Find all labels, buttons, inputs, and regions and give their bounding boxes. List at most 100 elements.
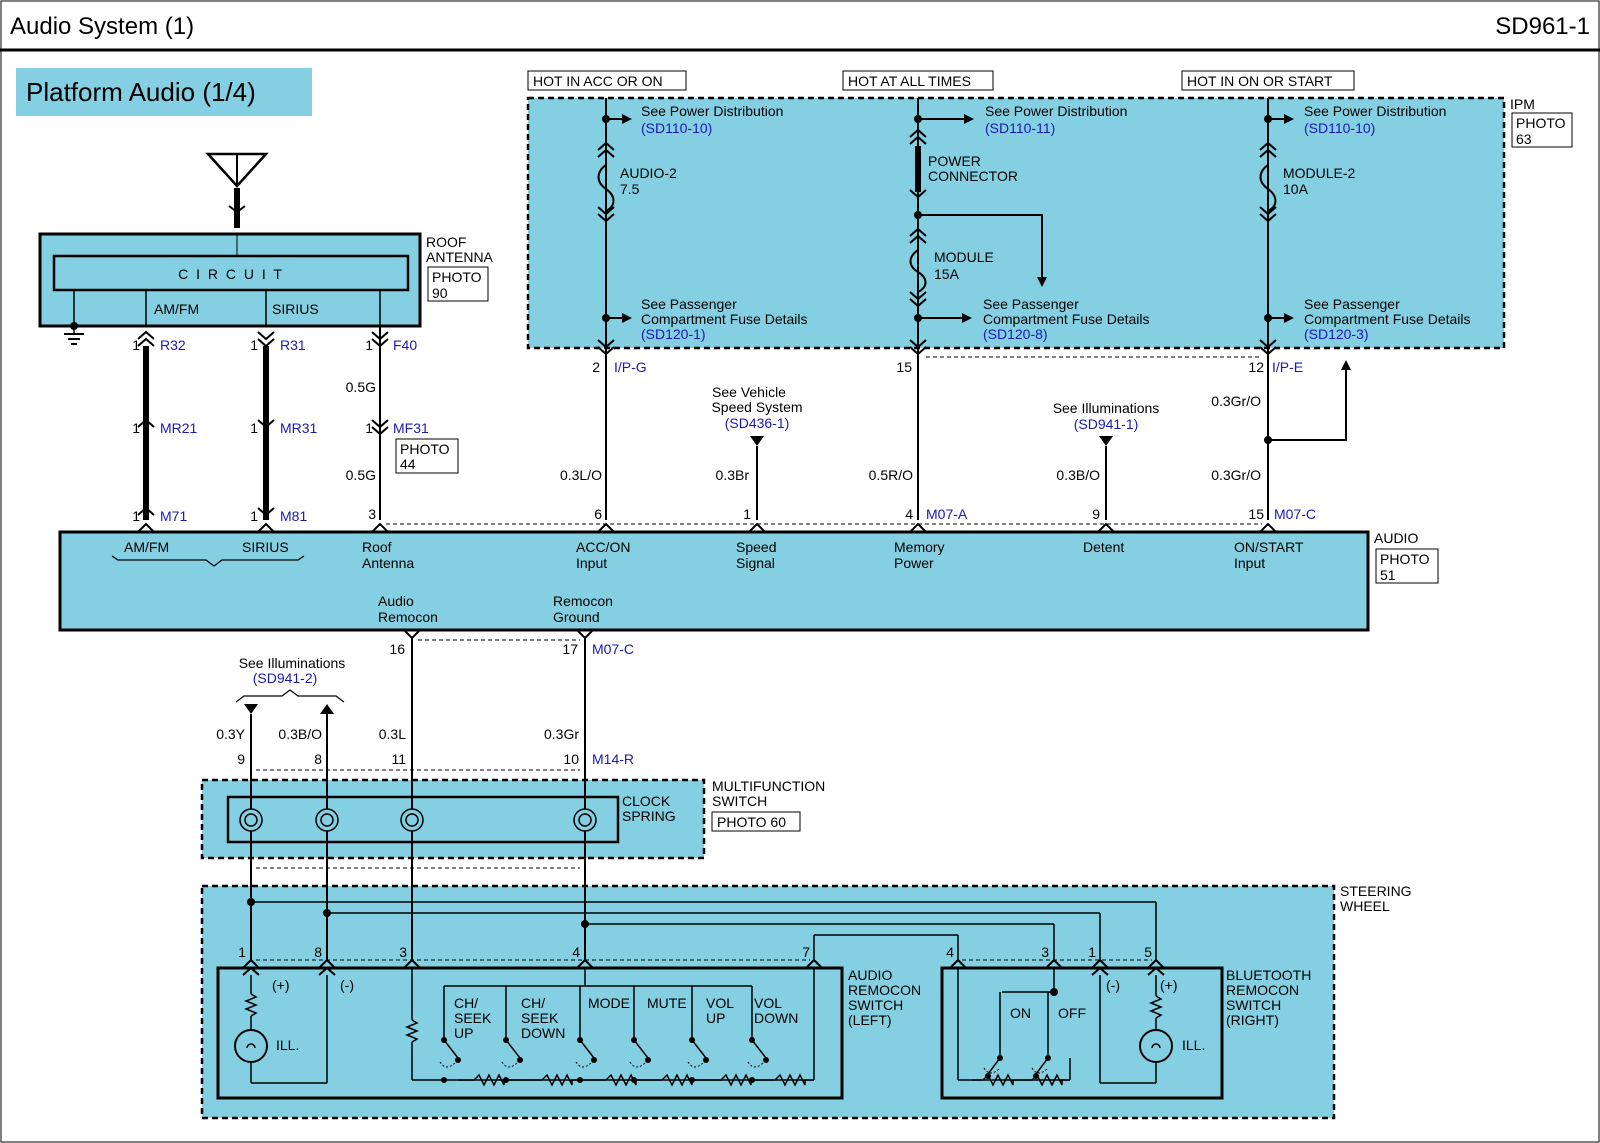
fuse-3-rating: 10A xyxy=(1283,181,1309,197)
pass-fuse-2-l1: See Passenger xyxy=(983,296,1079,312)
steering-wiring xyxy=(247,858,1157,961)
link-sd110-10-a[interactable]: (SD110-10) xyxy=(641,120,712,136)
pin-sw-8: 8 xyxy=(314,944,322,960)
btn-ch-seek-down-l3: DOWN xyxy=(521,1025,565,1041)
link-sd941-1[interactable]: (SD941-1) xyxy=(1074,416,1139,432)
bt-btn-off: OFF xyxy=(1058,1005,1086,1021)
wire-03lo: 0.3L/O xyxy=(560,467,602,483)
btn-ch-seek-up-l1: CH/ xyxy=(454,995,478,1011)
subtitle-box xyxy=(16,68,312,116)
audio-acc-l2: Input xyxy=(576,555,607,571)
bt-switch-l2: REMOCON xyxy=(1226,982,1299,998)
audio-switch-l2: REMOCON xyxy=(848,982,921,998)
link-sd120-8[interactable]: (SD120-8) xyxy=(983,326,1048,342)
pin-bt-4: 4 xyxy=(946,944,954,960)
pin-mf-9: 9 xyxy=(237,751,245,767)
pin-sw-1: 1 xyxy=(238,944,246,960)
switch-ch-seek-up xyxy=(439,986,461,1083)
pin-mr31-1: 1 xyxy=(250,420,258,436)
pin-r31-1: 1 xyxy=(250,337,258,353)
pin-mr21-1: 1 xyxy=(132,420,140,436)
fuse-audio-2 xyxy=(597,164,615,212)
circuit-label: C I R C U I T xyxy=(178,266,284,282)
btn-vol-down-l2: DOWN xyxy=(754,1010,798,1026)
roof-antenna-l1: ROOF xyxy=(426,234,466,250)
audio-acc-l1: ACC/ON xyxy=(576,539,630,555)
audio-switch-l1: AUDIO xyxy=(848,967,892,983)
audio-pin-marks xyxy=(111,522,1277,567)
illum-2-l1: See Illuminations xyxy=(239,655,346,671)
btn-ch-seek-down-l1: CH/ xyxy=(521,995,545,1011)
audio-switch-l3: SWITCH xyxy=(848,997,903,1013)
pin-sw-7: 7 xyxy=(802,944,810,960)
pin-r32-1: 1 xyxy=(132,337,140,353)
audio-amfm: AM/FM xyxy=(124,539,169,555)
pass-fuse-1-l1: See Passenger xyxy=(641,296,737,312)
wire-03l: 0.3L xyxy=(379,726,406,742)
antenna-photo-number: 90 xyxy=(432,285,448,301)
pin-audio-6: 6 xyxy=(594,506,602,522)
bt-switch-l4: (RIGHT) xyxy=(1226,1012,1279,1028)
wire-03y: 0.3Y xyxy=(216,726,245,742)
link-sd120-3[interactable]: (SD120-3) xyxy=(1304,326,1369,342)
ipm-photo-number: 63 xyxy=(1516,131,1532,147)
audio-label: AUDIO xyxy=(1374,530,1418,546)
bt-switch-l3: SWITCH xyxy=(1226,997,1281,1013)
conn-m07c: M07-C xyxy=(1274,506,1316,522)
audio-ill: ILL. xyxy=(276,1037,299,1053)
audio-detent: Detent xyxy=(1083,539,1124,555)
audio-ground-l1: Remocon xyxy=(553,593,613,609)
wire-03bo-2: 0.3B/O xyxy=(278,726,322,742)
link-sd120-1[interactable]: (SD120-1) xyxy=(641,326,706,342)
bt-plus: (+) xyxy=(1160,977,1178,993)
conn-r31: R31 xyxy=(280,337,306,353)
audio-remocon-switch xyxy=(216,966,844,1100)
pin-m81-1: 1 xyxy=(250,508,258,524)
steering-l2: WHEEL xyxy=(1340,898,1390,914)
pin-ipe-12: 12 xyxy=(1248,359,1264,375)
conn-m71: M71 xyxy=(160,508,187,524)
power-dist-ref-3: See Power Distribution xyxy=(1304,103,1446,119)
link-sd110-10-b[interactable]: (SD110-10) xyxy=(1304,120,1375,136)
fuse-1-name: AUDIO-2 xyxy=(620,165,677,181)
audio-on-start-l2: Input xyxy=(1234,555,1265,571)
conn-ipg: I/P-G xyxy=(614,359,647,375)
btn-mute: MUTE xyxy=(647,995,687,1011)
conn-mr31: MR31 xyxy=(280,420,318,436)
pass-fuse-3-l1: See Passenger xyxy=(1304,296,1400,312)
bt-minus: (-) xyxy=(1106,977,1120,993)
audio-speed-l2: Signal xyxy=(736,555,775,571)
wire-03gro-b: 0.3Gr/O xyxy=(1211,467,1261,483)
audio-on-start-l1: ON/START xyxy=(1234,539,1304,555)
pin-audio-3: 3 xyxy=(368,506,376,522)
link-sd110-11[interactable]: (SD110-11) xyxy=(985,120,1055,136)
antenna-sirius: SIRIUS xyxy=(272,301,319,317)
pass-fuse-3-l2: Compartment Fuse Details xyxy=(1304,311,1471,327)
vehicle-speed-l1: See Vehicle xyxy=(712,384,786,400)
bt-btn-on: ON xyxy=(1010,1005,1031,1021)
pin-sw-3: 3 xyxy=(399,944,407,960)
btn-vol-up-l1: VOL xyxy=(706,995,734,1011)
pass-fuse-1-l2: Compartment Fuse Details xyxy=(641,311,808,327)
pin-bt-1: 1 xyxy=(1088,944,1096,960)
wire-03br: 0.3Br xyxy=(716,467,750,483)
fuse-2-name: MODULE xyxy=(934,249,994,265)
wire-03gr: 0.3Gr xyxy=(544,726,579,742)
power-connector-l2: CONNECTOR xyxy=(928,168,1018,184)
audio-roof-l1: Roof xyxy=(362,539,392,555)
audio-remocon-l2: Remocon xyxy=(378,609,438,625)
pin-17: 17 xyxy=(562,641,578,657)
audio-memory-l2: Power xyxy=(894,555,934,571)
pin-audio-15: 15 xyxy=(1248,506,1264,522)
page-title: Audio System (1) xyxy=(10,13,194,40)
clock-spring-l1: CLOCK xyxy=(622,793,671,809)
link-sd436-1[interactable]: (SD436-1) xyxy=(725,415,790,431)
audio-memory-l1: Memory xyxy=(894,539,945,555)
pin-audio-4: 4 xyxy=(905,506,913,522)
link-sd941-2[interactable]: (SD941-2) xyxy=(253,670,318,686)
pin-f40-1: 1 xyxy=(365,337,373,353)
bt-switch-l1: BLUETOOTH xyxy=(1226,967,1311,983)
audio-remocon-l1: Audio xyxy=(378,593,414,609)
